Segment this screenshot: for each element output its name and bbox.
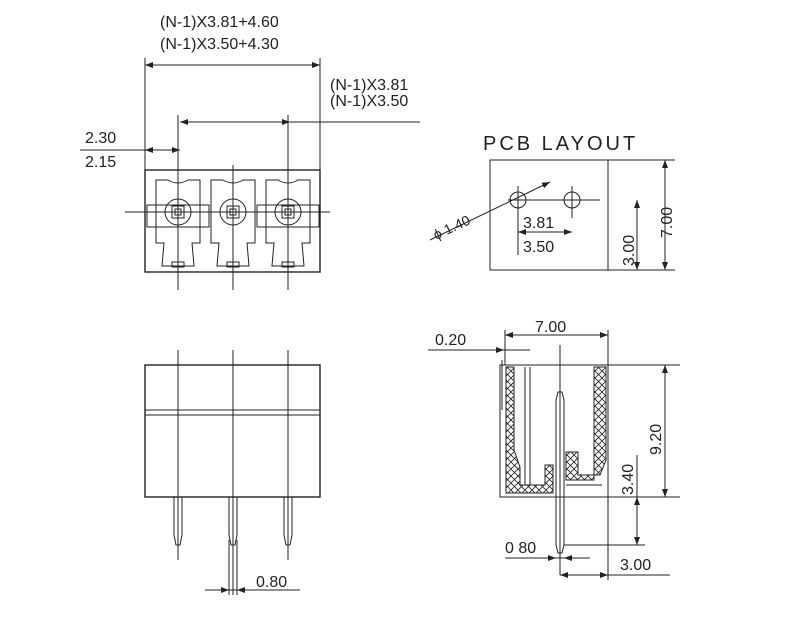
hole-offset-label: 3.00 [621, 235, 638, 266]
side-pin [555, 345, 565, 575]
pitch-b-label: 3.50 [523, 239, 554, 256]
terminal-3 [256, 115, 320, 290]
pin-offset-height-label: 3.40 [620, 464, 637, 495]
pin-2 [228, 350, 238, 595]
hole-diameter-label: ϕ 1.40 [431, 212, 473, 243]
pitch-381-label: (N-1)X3.81 [330, 77, 408, 94]
side-pin-width-label: 0 80 [505, 540, 536, 557]
pcb-layout-title: PCB LAYOUT [483, 133, 638, 155]
side-width-label: 7.00 [535, 319, 566, 336]
pin-width-label: 0.80 [256, 574, 287, 591]
pcb-layout: PCB LAYOUT ϕ 1.40 3.81 3.50 7.00 3.00 [429, 133, 676, 271]
side-view: 0.20 7.00 9.20 3.40 0 80 3.00 [428, 319, 680, 580]
pin-position-label: 3.00 [620, 557, 651, 574]
depth-label: 7.00 [659, 207, 676, 238]
terminal-1 [146, 115, 210, 290]
front-view: 0.80 [144, 350, 321, 595]
pin-1 [173, 350, 183, 560]
side-height-label: 9.20 [648, 424, 665, 455]
top-view: (N-1)X3.81+4.60 (N-1)X3.50+4.30 (N-1)X3.… [80, 14, 420, 290]
pitch-a-label: 3.81 [523, 215, 554, 232]
terminal-2 [210, 165, 256, 290]
edge-offset-b-label: 2.15 [85, 154, 116, 171]
overall-width-350-label: (N-1)X3.50+4.30 [160, 36, 279, 53]
overall-width-381-label: (N-1)X3.81+4.60 [160, 14, 279, 31]
edge-offset-a-label: 2.30 [85, 130, 116, 147]
wall-gap-label: 0.20 [435, 332, 466, 349]
pitch-350-label: (N-1)X3.50 [330, 93, 408, 110]
pin-3 [283, 350, 293, 560]
